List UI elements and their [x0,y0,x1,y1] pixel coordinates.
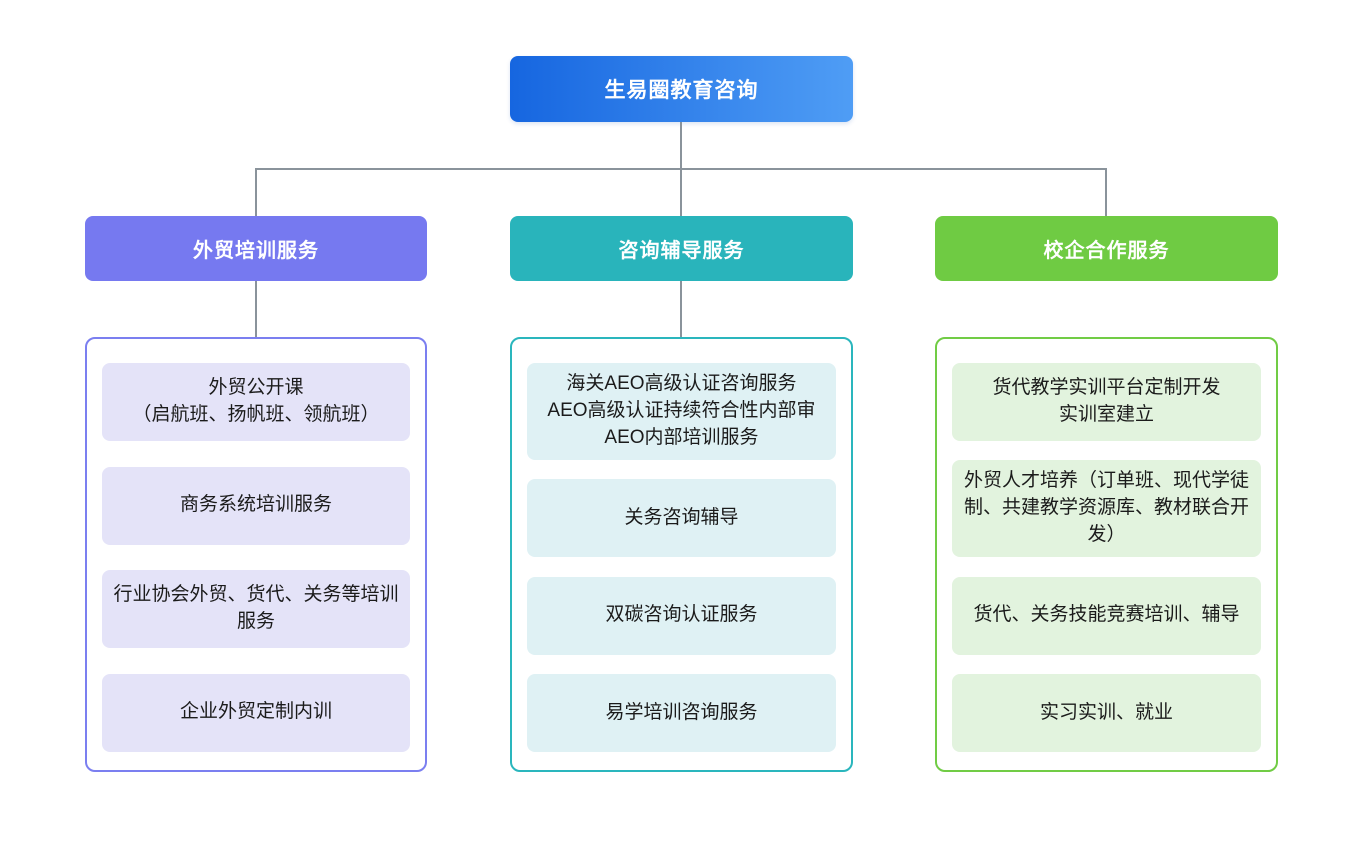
leaf-item: 货代教学实训平台定制开发 实训室建立 [952,363,1261,441]
connector-branch-middle-vertical [680,170,682,216]
branch-box-school-enterprise: 货代教学实训平台定制开发 实训室建立 外贸人才培养（订单班、现代学徒制、共建教学… [935,337,1278,772]
branch-header-school-enterprise: 校企合作服务 [935,216,1278,281]
connector-branch-left-vertical [255,170,257,216]
leaf-item: 易学培训咨询服务 [527,673,836,752]
root-node: 生易圈教育咨询 [510,56,853,122]
leaf-item: 实习实训、就业 [952,673,1261,752]
leaf-item: 海关AEO高级认证咨询服务 AEO高级认证持续符合性内部审 AEO内部培训服务 [527,363,836,460]
connector-left-header-to-box [255,281,257,337]
branch-box-foreign-trade-training: 外贸公开课 （启航班、扬帆班、领航班） 商务系统培训服务 行业协会外贸、货代、关… [85,337,427,772]
leaf-item: 外贸公开课 （启航班、扬帆班、领航班） [102,363,410,441]
connector-middle-header-to-box [680,281,682,337]
branch-header-consulting-coaching: 咨询辅导服务 [510,216,853,281]
branch-box-consulting-coaching: 海关AEO高级认证咨询服务 AEO高级认证持续符合性内部审 AEO内部培训服务 … [510,337,853,772]
connector-root-vertical [680,122,682,169]
leaf-item: 企业外贸定制内训 [102,673,410,752]
connector-horizontal-rail [255,168,1107,170]
leaf-item: 货代、关务技能竞赛培训、辅导 [952,576,1261,655]
connector-branch-right-vertical [1105,170,1107,216]
leaf-item: 关务咨询辅导 [527,479,836,558]
branch-header-foreign-trade-training: 外贸培训服务 [85,216,427,281]
leaf-item: 外贸人才培养（订单班、现代学徒制、共建教学资源库、教材联合开发） [952,460,1261,558]
leaf-item: 行业协会外贸、货代、关务等培训服务 [102,570,410,649]
leaf-item: 商务系统培训服务 [102,466,410,545]
leaf-item: 双碳咨询认证服务 [527,576,836,655]
